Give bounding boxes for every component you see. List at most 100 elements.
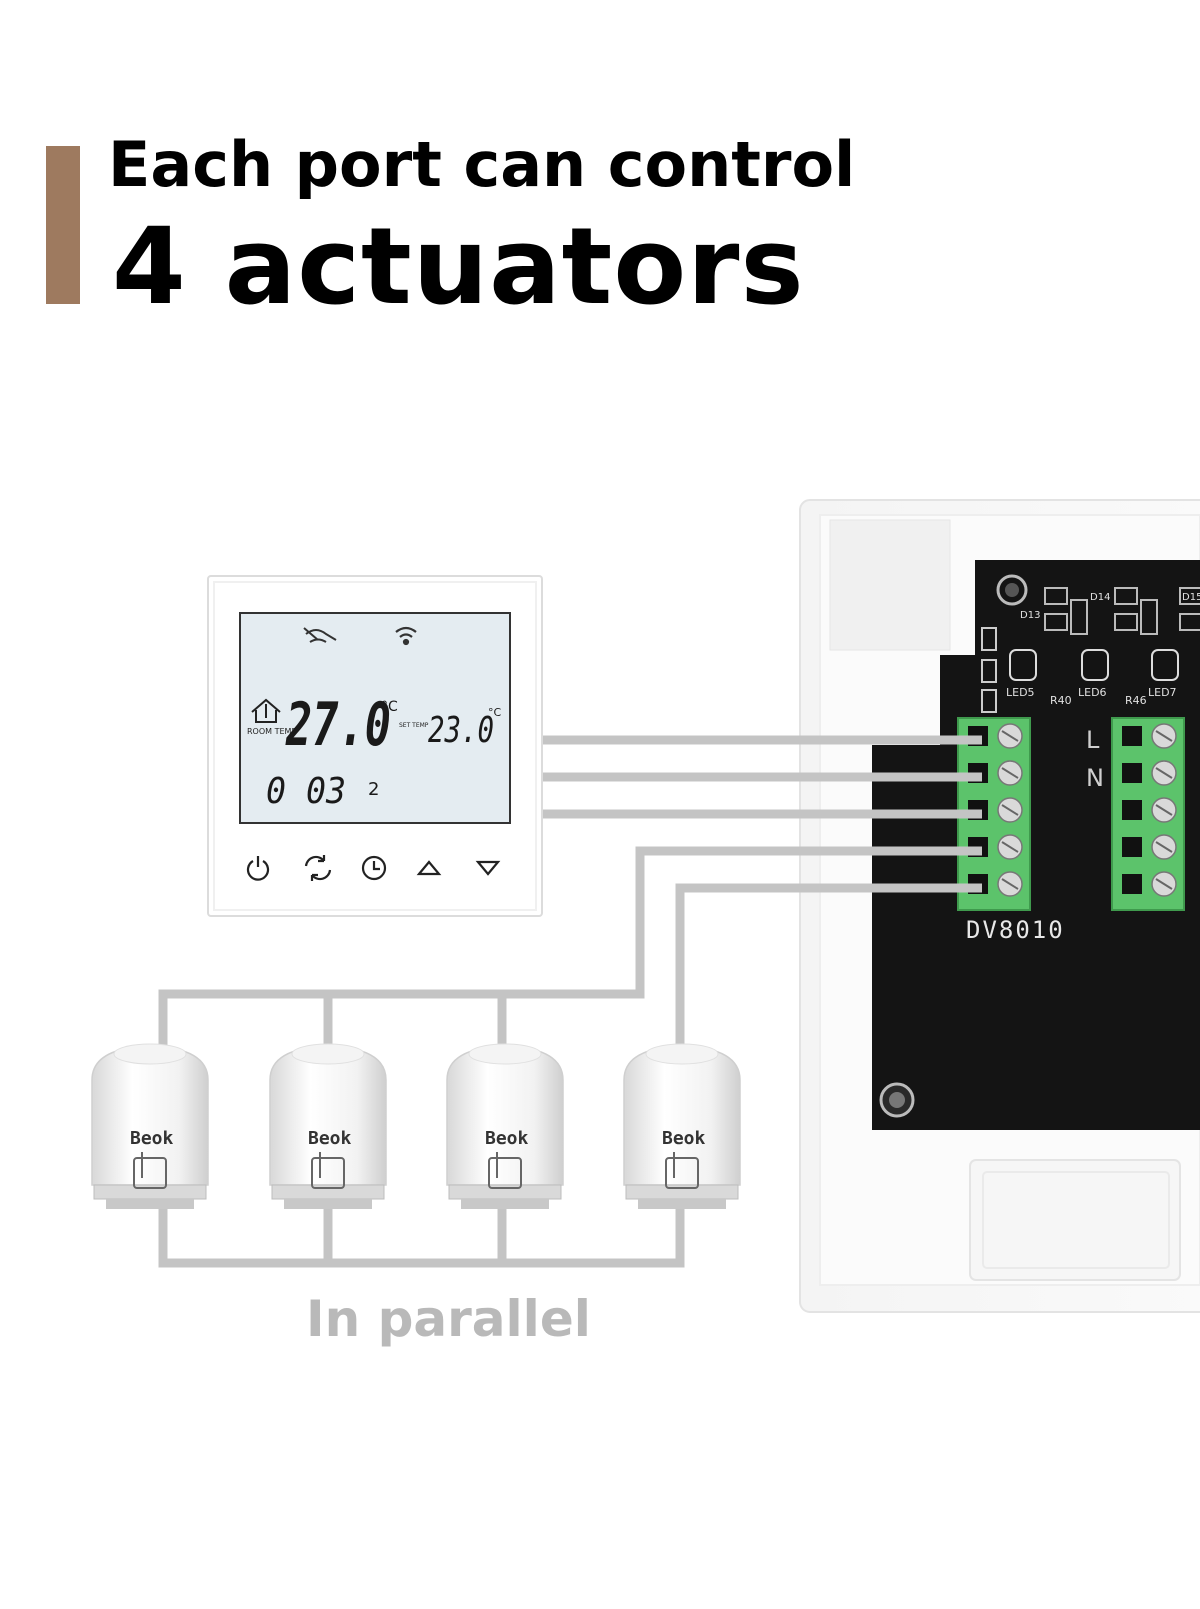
actuators: Beok Beok Beok Beok — [91, 1043, 741, 1209]
diode-label: D13 — [1020, 610, 1040, 621]
actuator: Beok — [446, 1043, 564, 1209]
actuator-cap — [645, 1043, 719, 1065]
terminal-screw-slot — [1155, 878, 1173, 890]
terminal-label-l: L — [1086, 726, 1100, 754]
accent-bar — [46, 146, 80, 304]
diode-label: D15 — [1182, 592, 1200, 603]
clock-icon — [361, 855, 387, 881]
resistor-label: R46 — [1125, 694, 1147, 707]
clock-display: 0 03 — [266, 771, 346, 812]
wiring — [158, 735, 982, 1268]
diode-outline — [1179, 587, 1200, 605]
led-outline — [1081, 649, 1109, 681]
terminal-slot — [1122, 837, 1142, 857]
mode-button[interactable] — [304, 855, 332, 881]
actuator-cap — [113, 1043, 187, 1065]
resistor-outline — [981, 689, 997, 713]
led-label: LED7 — [1148, 686, 1177, 699]
wire-segment — [675, 883, 982, 1050]
power-icon — [246, 856, 270, 881]
terminal-screw-slot — [1001, 878, 1019, 890]
room-temp-icon — [251, 698, 281, 723]
room-temp-unit: °C — [381, 699, 398, 715]
resistor-outline — [981, 627, 997, 651]
terminal-screw-slot — [1155, 841, 1173, 853]
wifi-icon — [395, 626, 417, 646]
lcd-screen — [239, 612, 511, 824]
set-temp-label: SET TEMP — [399, 722, 429, 729]
led-outline — [1009, 649, 1037, 681]
terminal-screw-slot — [1001, 730, 1019, 742]
power-button[interactable] — [246, 856, 270, 881]
actuator-base — [284, 1199, 372, 1209]
diode-outline — [1044, 613, 1068, 631]
terminal-label-n: N — [1086, 764, 1104, 792]
terminal-screw-slot — [1001, 804, 1019, 816]
set-temp-unit: °C — [488, 706, 502, 719]
terminal-screw-slot — [1001, 767, 1019, 779]
led-label: LED6 — [1078, 686, 1107, 699]
wire-segment — [158, 1209, 685, 1268]
actuator-window — [133, 1157, 167, 1189]
down-arrow-icon — [475, 860, 501, 876]
actuator-body — [446, 1045, 564, 1186]
headline-line2: 4 actuators — [112, 205, 805, 328]
headline-line1: Each port can control — [108, 128, 856, 201]
actuator-cap — [291, 1043, 365, 1065]
hand-icon — [303, 627, 337, 643]
room-temp-value: 27.0 — [285, 690, 391, 760]
clock-button[interactable] — [361, 855, 387, 881]
resistor-label: R40 — [1050, 694, 1072, 707]
actuator: Beok — [91, 1043, 209, 1209]
in-parallel-caption: In parallel — [306, 1290, 591, 1348]
actuator-body — [623, 1045, 741, 1186]
down-button[interactable] — [475, 860, 501, 876]
actuator: Beok — [269, 1043, 387, 1209]
terminal-screw-slot — [1155, 804, 1173, 816]
terminal-slot — [1122, 726, 1142, 746]
pcb-board — [872, 560, 1200, 1130]
actuator-body — [91, 1045, 209, 1186]
terminal-block-2 — [1111, 717, 1185, 911]
actuator-window — [311, 1157, 345, 1189]
actuator-base — [638, 1199, 726, 1209]
resistor-outline — [981, 659, 997, 683]
diode-outline — [1070, 599, 1088, 635]
up-button[interactable] — [416, 860, 442, 876]
led-label: LED5 — [1006, 686, 1035, 699]
diode-outline — [1179, 613, 1200, 631]
actuator-brand-label: Beok — [485, 1128, 529, 1149]
terminal-slot — [1122, 800, 1142, 820]
set-temp-value: 23.0 — [428, 710, 494, 751]
actuator-base — [106, 1199, 194, 1209]
controller-model-label: DV8010 — [966, 916, 1065, 944]
actuator-brand-label: Beok — [308, 1128, 352, 1149]
diode-outline — [1140, 599, 1158, 635]
actuator-brand-label: Beok — [130, 1128, 174, 1149]
actuator-body — [269, 1045, 387, 1186]
actuator-base — [461, 1199, 549, 1209]
mode-icon — [304, 855, 332, 881]
terminal-screw-slot — [1155, 767, 1173, 779]
led-outline — [1151, 649, 1179, 681]
diode-outline — [1114, 613, 1138, 631]
actuator-window — [488, 1157, 522, 1189]
actuator: Beok — [623, 1043, 741, 1209]
diode-outline — [1044, 587, 1068, 605]
actuator-brand-label: Beok — [662, 1128, 706, 1149]
terminal-slot — [1122, 874, 1142, 894]
terminal-screw-slot — [1001, 841, 1019, 853]
room-temp-label: ROOM TEMP — [247, 727, 296, 736]
wire-segment — [158, 846, 982, 1050]
day-display: 2 — [368, 779, 379, 800]
actuator-cap — [468, 1043, 542, 1065]
diode-outline — [1114, 587, 1138, 605]
actuator-window — [665, 1157, 699, 1189]
thermostat: ROOM TEMP 27.0 °C SET TEMP 23.0 °C 0 03 … — [207, 575, 543, 917]
up-arrow-icon — [416, 860, 442, 876]
terminal-screw-slot — [1155, 730, 1173, 742]
terminal-slot — [1122, 763, 1142, 783]
diode-label: D14 — [1090, 592, 1110, 603]
